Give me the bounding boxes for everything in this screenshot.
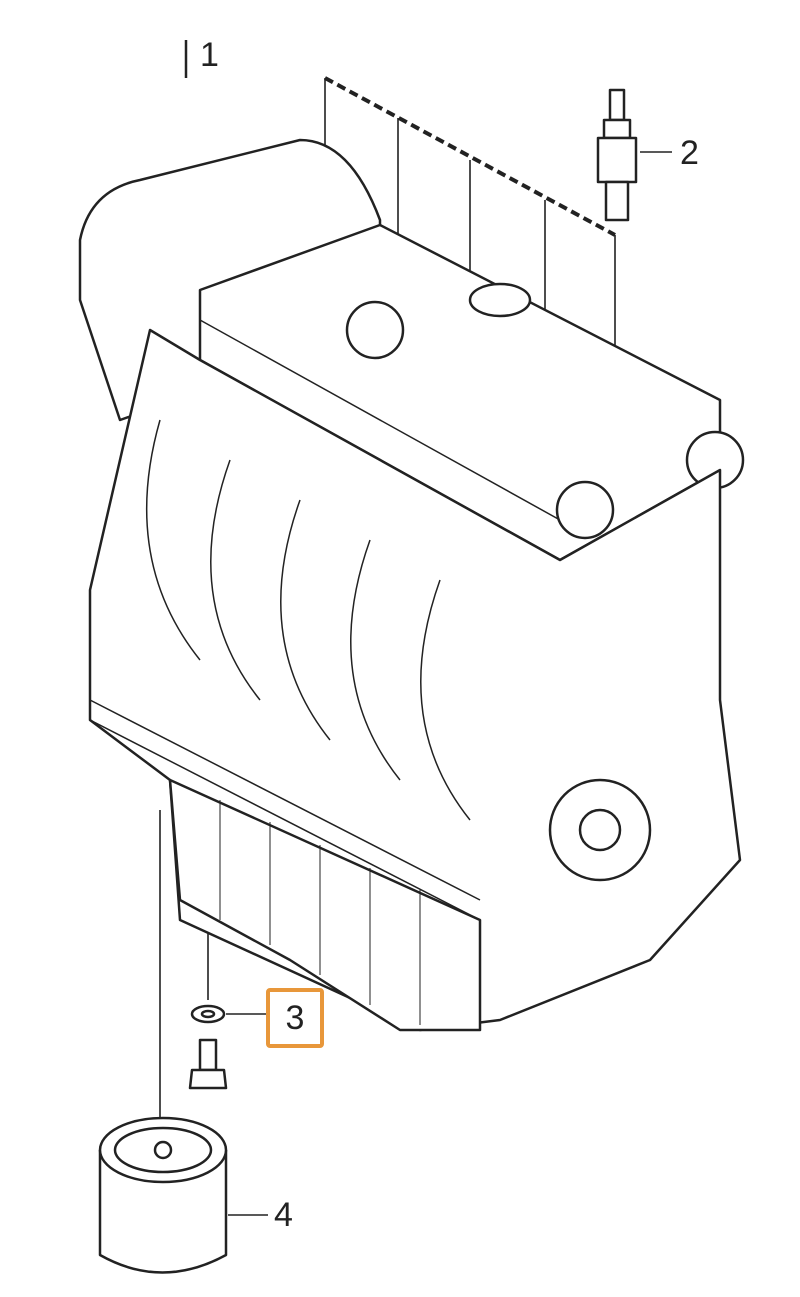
callout-3: 3 bbox=[285, 998, 305, 1037]
intake-runners bbox=[89, 419, 481, 921]
callout-2: 2 bbox=[680, 134, 699, 172]
oil-pan bbox=[168, 778, 482, 1032]
dashed-group-line bbox=[324, 76, 616, 237]
oil-filler-cap bbox=[345, 300, 405, 360]
spark-plug bbox=[596, 88, 638, 222]
drain-plug-washer bbox=[190, 1004, 226, 1024]
drain-plug bbox=[198, 1038, 218, 1072]
oil-filter bbox=[98, 1116, 228, 1274]
callout-4: 4 bbox=[274, 1196, 293, 1234]
oil-pan-ribs bbox=[219, 800, 421, 1025]
callout-1: 1 bbox=[200, 36, 219, 74]
callout-3-highlighted[interactable]: 3 bbox=[266, 988, 324, 1048]
